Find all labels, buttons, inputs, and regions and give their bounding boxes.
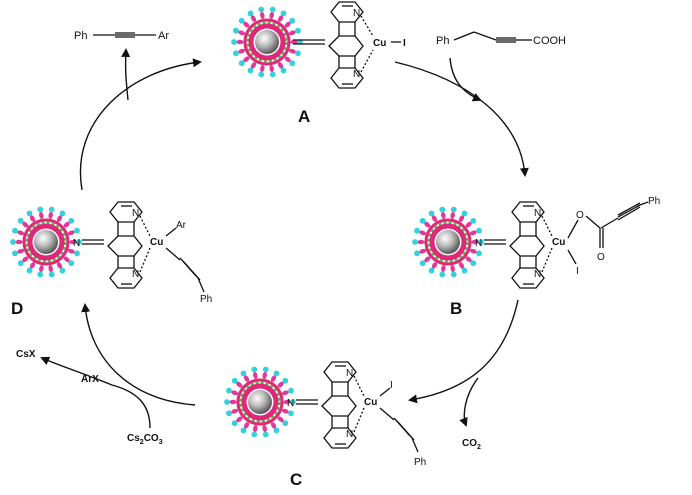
product-alkyne: Ph Ar xyxy=(74,30,169,42)
svg-text:N: N xyxy=(132,208,139,219)
svg-text:N: N xyxy=(346,429,353,440)
svg-text:N: N xyxy=(346,368,353,379)
arrow-acid-in xyxy=(449,57,482,102)
intermediate-c: N N N Cu I Ph xyxy=(224,361,426,468)
nanoparticle-icon xyxy=(231,7,303,78)
svg-text:COOH: COOH xyxy=(533,35,566,47)
label-a: A xyxy=(298,107,310,126)
arrow-c-to-d xyxy=(81,303,196,406)
svg-text:O: O xyxy=(597,252,605,263)
svg-text:N: N xyxy=(73,238,80,249)
svg-text:Ar: Ar xyxy=(158,30,169,42)
intermediate-b: N N N Cu O O Ph I xyxy=(412,196,660,289)
svg-text:Cu: Cu xyxy=(150,237,163,248)
arrow-product-release xyxy=(121,48,131,101)
nanoparticle-icon xyxy=(224,367,296,438)
svg-text:Ph: Ph xyxy=(74,30,87,42)
svg-text:Cu: Cu xyxy=(552,237,565,248)
nanoparticle-icon xyxy=(10,207,82,278)
arrow-csx-out xyxy=(40,356,151,429)
arrow-a-to-b xyxy=(394,61,529,177)
arrow-d-to-a xyxy=(79,58,202,191)
svg-text:Ph: Ph xyxy=(414,457,426,468)
svg-text:N: N xyxy=(534,208,541,219)
arrow-b-to-c xyxy=(408,299,519,404)
svg-text:N: N xyxy=(353,69,360,80)
label-c: C xyxy=(290,470,302,489)
svg-text:I: I xyxy=(576,266,579,277)
arx-label: ArX xyxy=(81,374,99,385)
svg-text:Ar: Ar xyxy=(176,220,187,231)
svg-text:N: N xyxy=(534,269,541,280)
co2-label: CO2 xyxy=(462,438,481,451)
phenylpropiolic-acid: Ph COOH xyxy=(436,31,566,47)
intermediate-a: N N Cu I xyxy=(231,1,406,89)
svg-text:I: I xyxy=(403,38,406,49)
svg-text:Cu: Cu xyxy=(364,397,377,408)
svg-text:Cu: Cu xyxy=(373,38,386,49)
label-b: B xyxy=(450,299,462,318)
svg-text:Ph: Ph xyxy=(200,294,212,305)
svg-text:O: O xyxy=(576,210,584,221)
nanoparticle-icon xyxy=(412,207,484,278)
svg-text:N: N xyxy=(475,238,482,249)
label-d: D xyxy=(11,299,23,318)
svg-text:N: N xyxy=(287,398,294,409)
arrow-co2-out xyxy=(459,377,479,427)
intermediate-d: N N N Cu Ar Ph xyxy=(10,201,212,305)
svg-text:Ph: Ph xyxy=(648,196,660,207)
svg-text:N: N xyxy=(353,8,360,19)
cs2co3-label: Cs2CO3 xyxy=(127,433,163,446)
svg-text:N: N xyxy=(132,269,139,280)
csx-label: CsX xyxy=(16,349,36,360)
svg-text:I: I xyxy=(390,380,393,391)
svg-text:Ph: Ph xyxy=(436,35,449,47)
